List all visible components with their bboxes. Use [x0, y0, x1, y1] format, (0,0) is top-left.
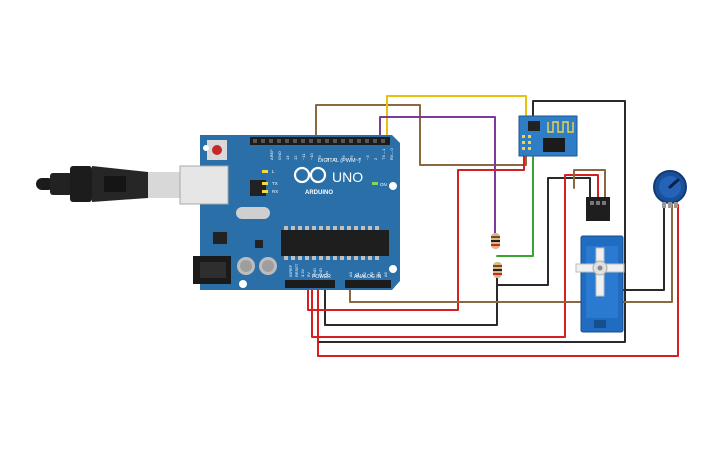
- pin-vin: Vin: [324, 271, 329, 277]
- power-header[interactable]: [285, 280, 335, 288]
- led-l: [262, 170, 268, 173]
- pin-reset: RESET: [294, 263, 299, 277]
- pin-6: ~6: [341, 155, 346, 160]
- resistor-2[interactable]: [493, 262, 502, 278]
- pin-11: ~11: [301, 153, 306, 160]
- wire-red-esp[interactable]: [307, 149, 525, 311]
- led-rx-label: RX: [272, 189, 278, 194]
- resistor-1[interactable]: [491, 233, 500, 249]
- board-model: UNO: [332, 169, 363, 185]
- pin-2: 2: [373, 157, 378, 160]
- wire-brown-pot[interactable]: [349, 204, 673, 303]
- esp8266-module[interactable]: [518, 115, 578, 157]
- pin-5: ~5: [349, 155, 354, 160]
- board-brand: ARDUINO: [305, 190, 333, 196]
- digital-label: DIGITAL (PWM~): [318, 158, 361, 164]
- potentiometer[interactable]: [653, 170, 687, 208]
- wire-black-pot[interactable]: [611, 204, 665, 291]
- pin-7: 7: [333, 157, 338, 160]
- pin-13: 13: [285, 155, 290, 160]
- wire-brown-esp[interactable]: [315, 104, 527, 166]
- pin-3v3: 3.3V: [300, 268, 305, 277]
- servo-connector: [586, 197, 610, 221]
- wire-red-servo[interactable]: [311, 174, 599, 338]
- led-tx-label: TX: [272, 181, 278, 186]
- pin-gnd-1: GND: [312, 268, 317, 277]
- crystal: [236, 207, 270, 219]
- pin-aref: AREF: [269, 149, 274, 160]
- pin-3: ~3: [365, 155, 370, 160]
- on-label: ON: [380, 182, 387, 187]
- pin-5v: 5V: [306, 272, 311, 277]
- wire-purple-resistor[interactable]: [379, 116, 496, 234]
- wire-red-pot[interactable]: [317, 204, 679, 357]
- pin-4: 4: [357, 157, 362, 160]
- wire-brown-servo-signal[interactable]: [573, 169, 606, 198]
- pin-a3: A3: [369, 271, 374, 277]
- pot-knob-indicator: [668, 178, 680, 189]
- pin-1: TX→1: [381, 148, 386, 160]
- pin-gnd-2: GND: [318, 268, 323, 277]
- pin-a1: A1: [355, 271, 360, 277]
- led-on: [372, 182, 378, 185]
- pin-a2: A2: [362, 271, 367, 277]
- analog-label: ANALOG IN: [354, 274, 382, 280]
- arduino-uno-board[interactable]: ARDUINO UNO DIGITAL (PWM~) POWER ANALOG …: [179, 135, 400, 290]
- pin-8: 8: [325, 157, 330, 160]
- pin-10: ~10: [309, 152, 314, 160]
- pin-ioref: IOREF: [288, 264, 293, 277]
- pin-a4: A4: [376, 271, 381, 277]
- servo-motor[interactable]: [575, 197, 625, 333]
- analog-header[interactable]: [345, 280, 391, 288]
- usb-jack: [179, 165, 229, 205]
- pin-gnd: GND: [277, 151, 282, 160]
- wires: [307, 95, 679, 357]
- power-label: POWER: [312, 274, 331, 280]
- atmega-chip: [281, 230, 389, 256]
- pin-12: 12: [293, 155, 298, 160]
- pin-a5: A5: [383, 271, 388, 277]
- pin-9: ~9: [317, 155, 322, 160]
- pin-a0: A0: [348, 271, 353, 277]
- led-tx: [262, 182, 268, 185]
- arduino-logo-icon: [293, 166, 327, 184]
- antenna-icon: [547, 121, 574, 133]
- wire-black-servo-gnd[interactable]: [324, 177, 591, 326]
- led-rx: [262, 190, 268, 193]
- led-l-label: L: [272, 169, 275, 174]
- wire-green-esp[interactable]: [496, 149, 534, 257]
- pin-0: RX←0: [389, 147, 394, 160]
